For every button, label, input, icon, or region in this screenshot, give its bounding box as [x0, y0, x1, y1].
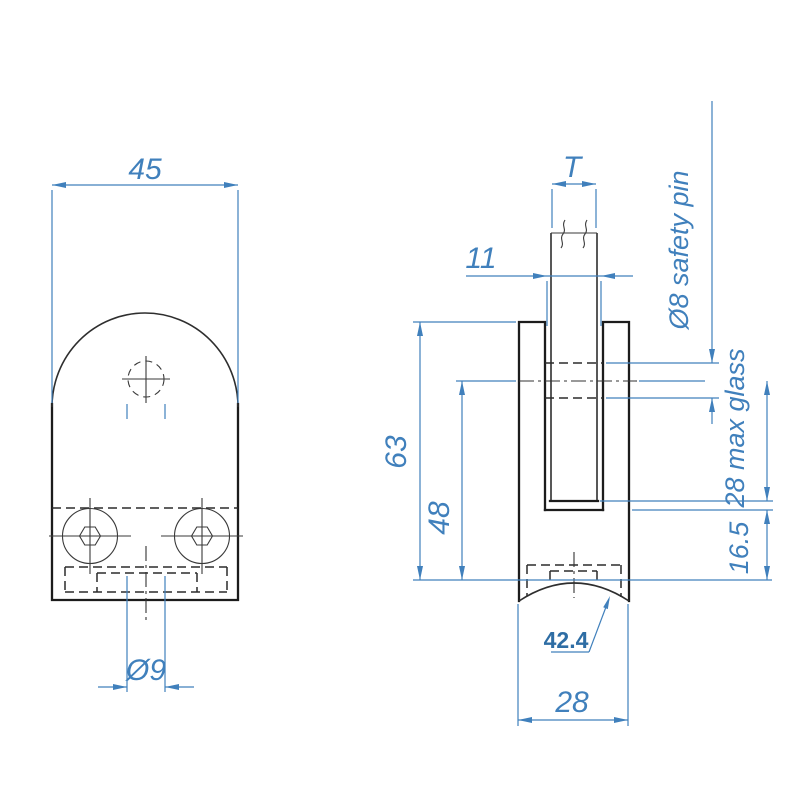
side-view	[517, 219, 637, 603]
dim-o9-hole: Ø9	[98, 404, 194, 692]
dim-label-T: T	[563, 151, 584, 184]
pin-hole-front	[122, 356, 170, 403]
dim-42-4-leader: 42.4	[544, 596, 610, 653]
dim-label-28-depth: 28	[554, 686, 589, 719]
dim-label-63: 63	[380, 435, 413, 469]
dim-label-11: 11	[465, 242, 496, 275]
front-view	[49, 312, 243, 620]
dim-label-48: 48	[423, 501, 456, 535]
dim-label-42-4: 42.4	[544, 627, 589, 653]
hex-screw-left	[49, 498, 131, 574]
dim-label-45: 45	[128, 153, 162, 186]
dim-16-5-base: 16.5	[632, 509, 773, 580]
break-mark-right	[582, 219, 588, 249]
dim-label-16-5: 16.5	[724, 521, 754, 575]
dim-28-depth: 28	[517, 604, 629, 726]
dim-label-o9: Ø9	[125, 654, 166, 687]
clamp-plates	[517, 320, 631, 603]
pin-hole-hidden-lines	[545, 362, 603, 399]
hex-screw-right	[161, 498, 243, 574]
dim-label-28-max-glass: 28 max glass	[720, 348, 750, 508]
dim-o8-safety-pin: Ø8 safety pin	[606, 101, 719, 424]
right-plate	[601, 320, 631, 603]
dim-63-height: 63	[380, 321, 516, 580]
dim-11-slot: 11	[465, 242, 633, 326]
dome-arc	[51, 312, 239, 408]
glass-pane	[548, 219, 600, 503]
dim-glass-thickness-T: T	[551, 151, 597, 228]
break-mark-left	[560, 219, 566, 249]
dim-28-max-glass: 28 max glass	[600, 348, 773, 509]
dim-48-pin-height: 48	[423, 380, 516, 580]
dim-label-o8-safety-pin: Ø8 safety pin	[664, 170, 694, 330]
saddle-hidden-lines-front	[64, 566, 228, 593]
dim-45-width: 45	[51, 153, 239, 403]
front-body-outline	[50, 402, 240, 602]
left-plate	[517, 320, 547, 603]
